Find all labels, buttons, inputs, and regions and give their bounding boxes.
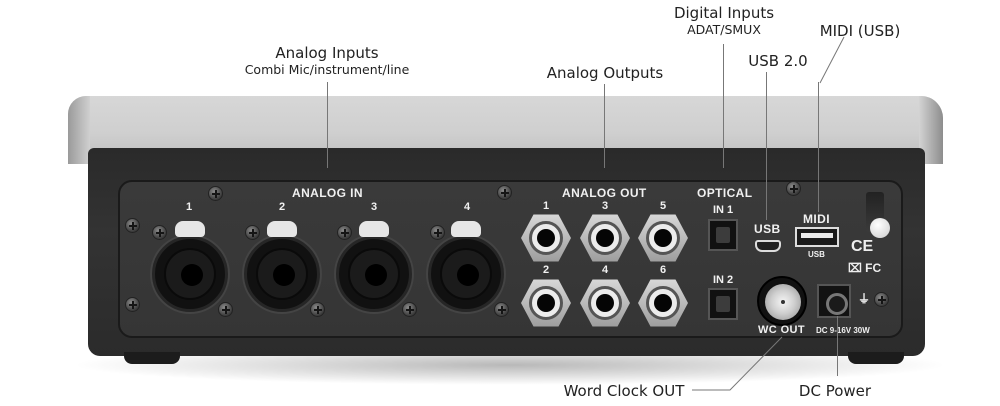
screw-icon: [125, 218, 140, 233]
analog-out-num-5: 5: [660, 200, 667, 212]
analog-in-num-2: 2: [279, 201, 286, 213]
screw-icon: [494, 302, 509, 317]
callout-subtitle: ADAT/SMUX: [687, 22, 761, 37]
screw-icon: [874, 292, 889, 307]
callout-title: Analog Inputs: [275, 44, 379, 62]
bnc-word-clock-out[interactable]: [757, 276, 807, 326]
xlr-combo-input-3[interactable]: [336, 221, 412, 312]
optical-input-2[interactable]: [708, 288, 738, 320]
analog-in-num-3: 3: [371, 201, 378, 213]
analog-out-label: ANALOG OUT: [562, 186, 647, 200]
device-foot-left: [124, 352, 180, 364]
analog-in-num-1: 1: [186, 201, 193, 213]
callout-analog-outputs: Analog Outputs: [540, 64, 670, 82]
callout-subtitle: Combi Mic/instrument/line: [244, 62, 410, 77]
callout-title: MIDI (USB): [819, 22, 901, 40]
wc-out-label: WC OUT: [758, 324, 806, 336]
device-foot-right: [848, 352, 904, 364]
analog-out-num-4: 4: [602, 264, 609, 276]
callout-title: USB 2.0: [748, 52, 808, 70]
callout-title: Digital Inputs: [673, 4, 775, 22]
xlr-combo-input-2[interactable]: [244, 221, 320, 312]
screw-icon: [402, 302, 417, 317]
callout-line-dc: [837, 316, 838, 376]
callout-word-clock: Word Clock OUT: [560, 382, 688, 400]
xlr-combo-input-4[interactable]: [428, 221, 504, 312]
callout-line-word-clock: [692, 336, 783, 391]
fcc-weee-mark-icon: ⌧ FC: [848, 261, 882, 275]
optical-label: OPTICAL: [697, 186, 753, 200]
callout-line-analog-out: [604, 84, 605, 168]
callout-analog-inputs: Analog Inputs Combi Mic/instrument/line: [232, 44, 422, 78]
screw-icon: [497, 185, 512, 200]
analog-in-num-4: 4: [464, 201, 471, 213]
usb-label: USB: [754, 222, 781, 236]
analog-out-num-2: 2: [543, 264, 550, 276]
callout-midi: MIDI (USB): [818, 22, 902, 40]
dc-polarity-icon: ⏚: [858, 292, 871, 306]
callout-title: Analog Outputs: [546, 64, 664, 82]
xlr-combo-input-1[interactable]: [152, 221, 228, 312]
optical-input-1[interactable]: [708, 219, 738, 251]
screw-icon: [430, 225, 445, 240]
midi-usb-sublabel: USB: [808, 250, 825, 259]
callout-line-usb: [766, 72, 767, 220]
callout-title: Word Clock OUT: [563, 382, 685, 400]
optical-in1-label: IN 1: [713, 204, 734, 216]
screw-icon: [125, 297, 140, 312]
kensington-knob[interactable]: [870, 218, 890, 238]
usb-2-port[interactable]: [755, 240, 781, 252]
midi-usb-port[interactable]: [795, 227, 839, 247]
ce-mark-icon: CE: [851, 238, 874, 255]
screw-icon: [337, 225, 352, 240]
dc-power-jack[interactable]: [817, 284, 851, 318]
screw-icon: [152, 225, 167, 240]
dc-rating-label: DC 9-16V 30W: [816, 326, 870, 335]
screw-icon: [218, 302, 233, 317]
callout-line-digital-in: [723, 44, 724, 168]
midi-label: MIDI: [803, 212, 830, 226]
optical-in2-label: IN 2: [713, 274, 734, 286]
callout-title: DC Power: [798, 382, 872, 400]
screw-icon: [245, 225, 260, 240]
analog-in-label: ANALOG IN: [292, 186, 363, 200]
screw-icon: [310, 302, 325, 317]
callout-line-midi-diag: [819, 36, 845, 84]
screw-icon: [786, 181, 801, 196]
callout-dc-power: DC Power: [795, 382, 875, 400]
screw-icon: [208, 186, 223, 201]
callout-digital-inputs: Digital Inputs ADAT/SMUX: [668, 4, 780, 38]
analog-out-num-1: 1: [543, 200, 550, 212]
analog-out-num-3: 3: [602, 200, 609, 212]
callout-line-analog-in: [327, 82, 328, 168]
analog-out-num-6: 6: [660, 264, 667, 276]
callout-usb: USB 2.0: [748, 52, 808, 70]
callout-line-midi: [818, 82, 819, 212]
